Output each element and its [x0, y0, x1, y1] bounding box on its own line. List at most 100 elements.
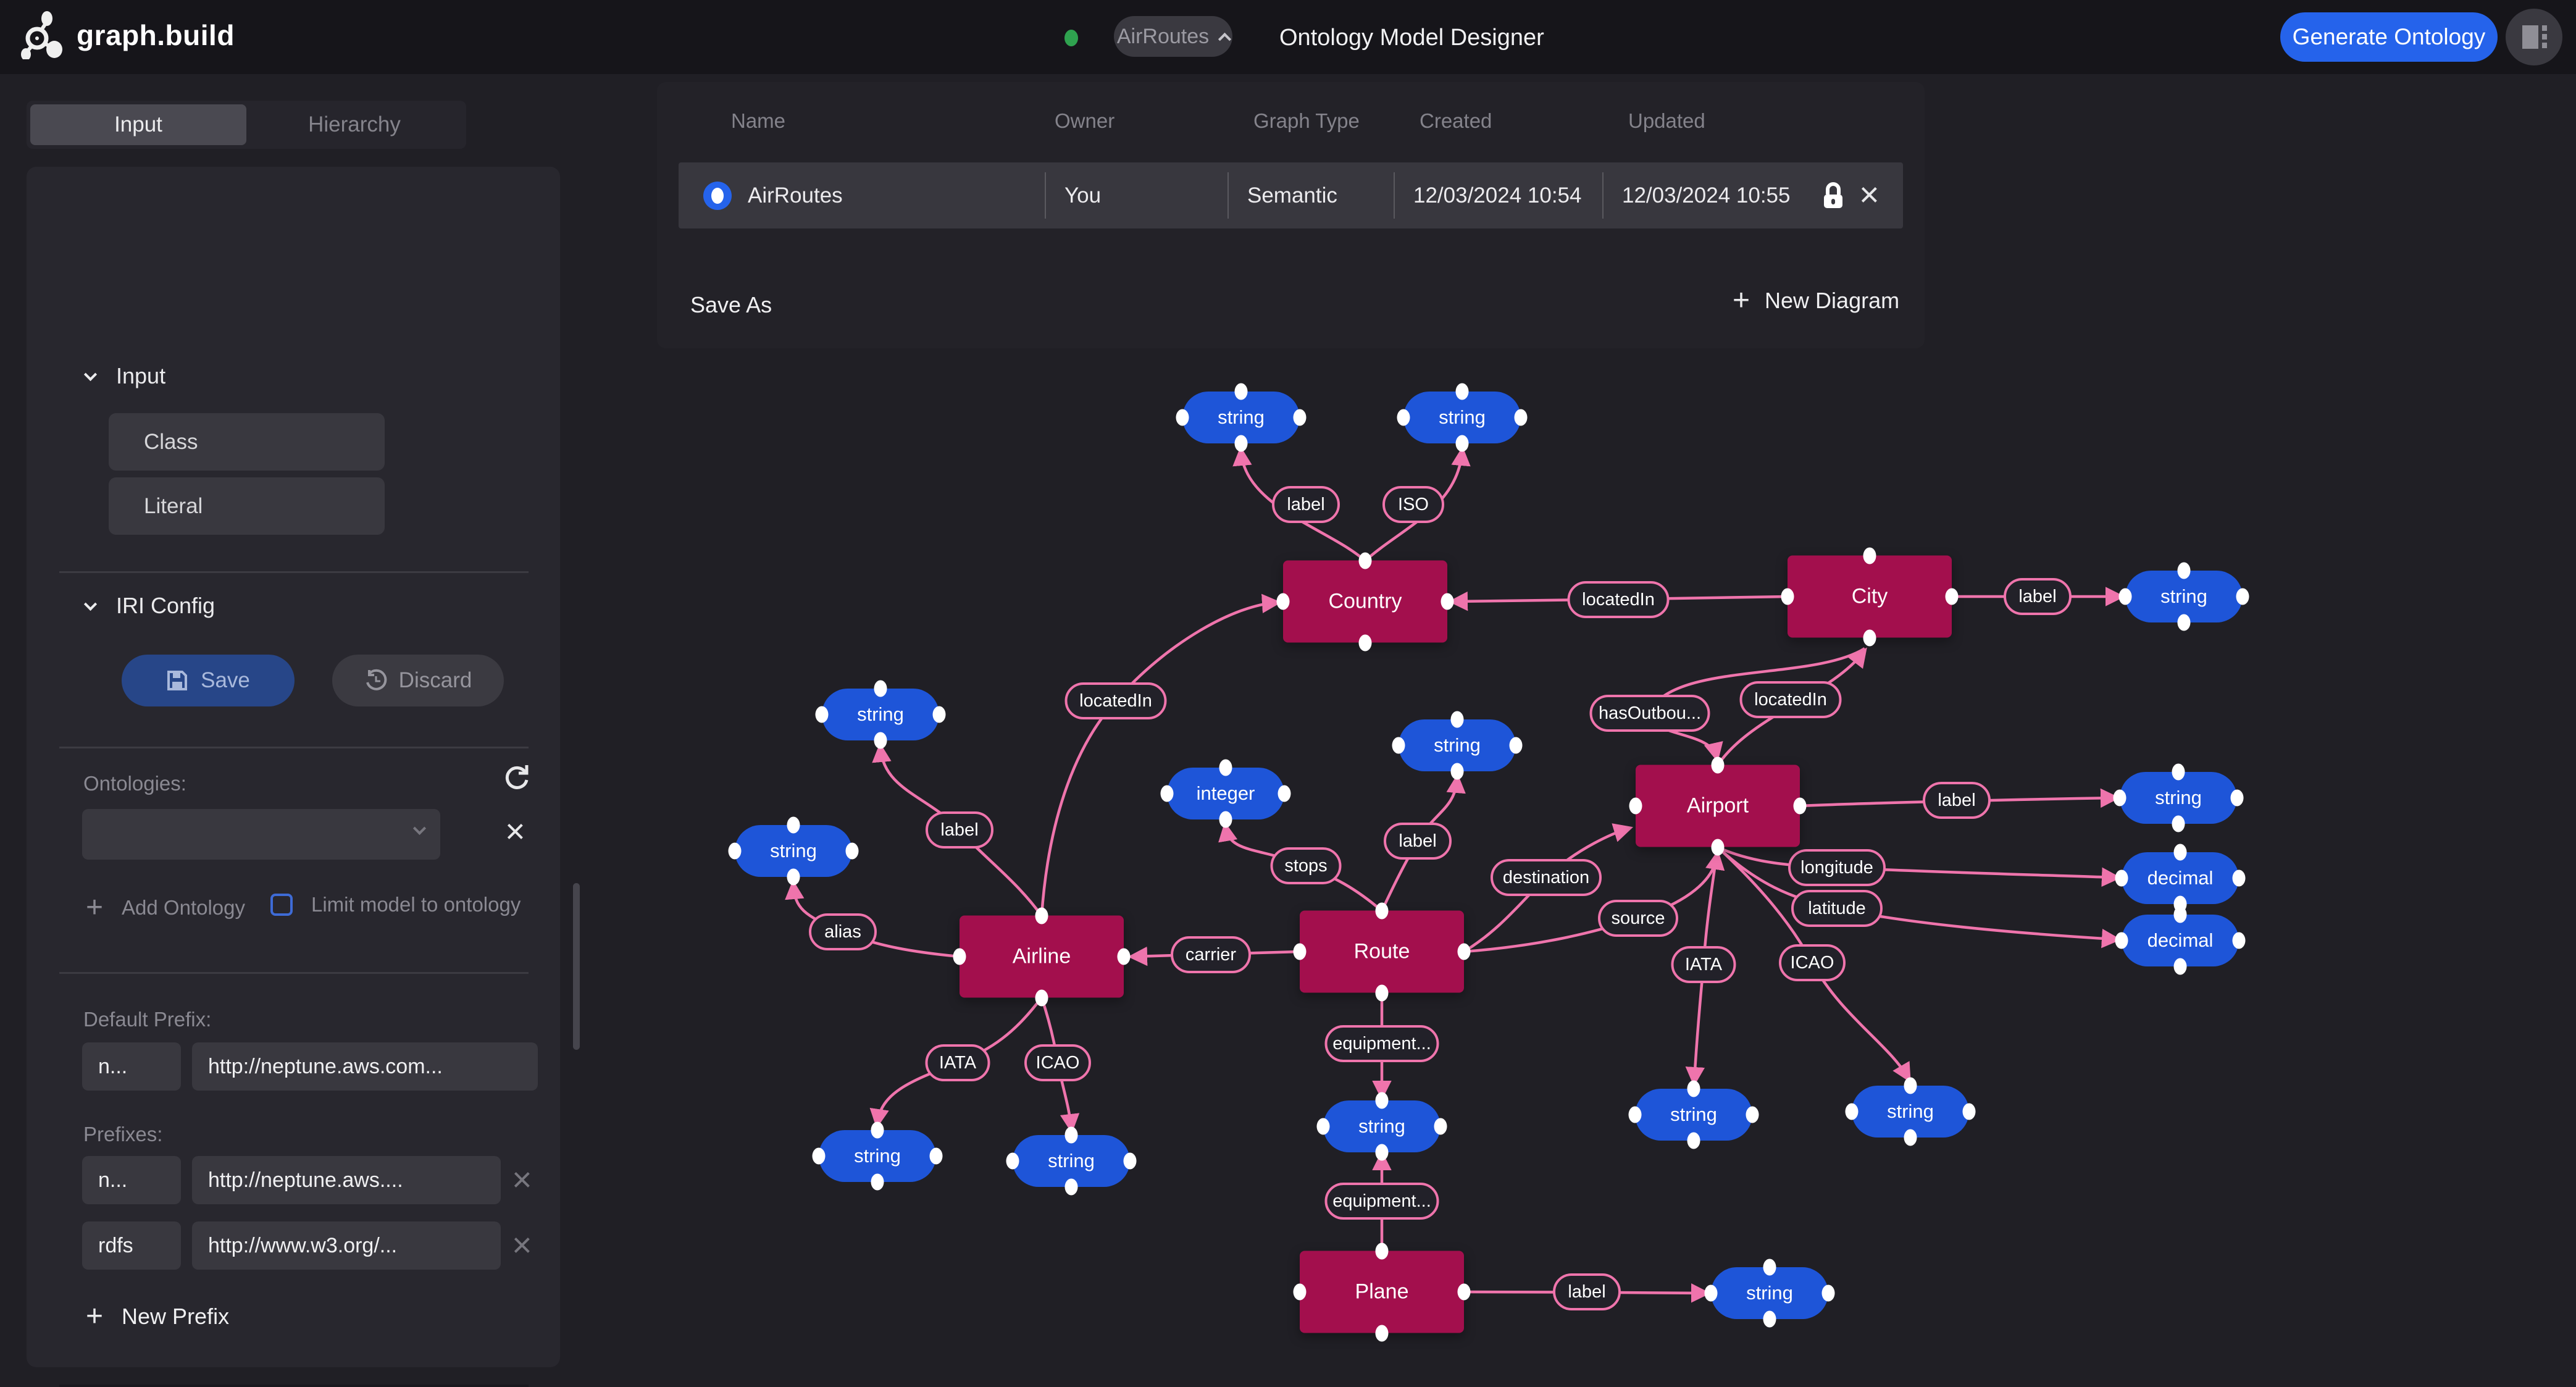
connection-handle[interactable] — [1293, 943, 1307, 960]
connection-handle[interactable] — [874, 680, 887, 697]
connection-handle[interactable] — [1687, 1132, 1700, 1149]
class-node-city[interactable]: City — [1788, 555, 1952, 638]
connection-handle[interactable] — [1455, 383, 1469, 400]
save-button[interactable]: Save — [122, 655, 295, 706]
edge-label-iata[interactable]: IATA — [925, 1044, 990, 1081]
edge-airline-locatedin-country[interactable] — [1040, 593, 1282, 916]
limit-model-checkbox-row[interactable]: Limit model to ontology — [270, 893, 521, 916]
connection-handle[interactable] — [1845, 1103, 1859, 1120]
new-diagram-button[interactable]: + New Diagram — [1733, 286, 1899, 316]
edge-label-equipment[interactable]: equipment... — [1324, 1025, 1439, 1062]
edge-label-source[interactable]: source — [1598, 900, 1678, 937]
edge-airport-longitude-decimal[interactable] — [1717, 845, 2122, 887]
edge-label-destination[interactable]: destination — [1491, 859, 1602, 896]
class-node-country[interactable]: Country — [1283, 560, 1447, 643]
tab-hierarchy[interactable]: Hierarchy — [308, 112, 401, 136]
literal-node-string[interactable]: string — [735, 825, 852, 877]
connection-handle[interactable] — [929, 1147, 943, 1165]
connection-handle[interactable] — [1629, 797, 1642, 815]
connection-handle[interactable] — [2118, 588, 2132, 605]
edge-label-label[interactable]: label — [1553, 1273, 1621, 1310]
edge-label-label[interactable]: label — [1923, 782, 1991, 819]
connection-handle[interactable] — [1441, 593, 1454, 610]
edge-label-label[interactable]: label — [2004, 578, 2072, 615]
connection-handle[interactable] — [1628, 1106, 1642, 1123]
literal-node-string[interactable]: string — [1182, 392, 1300, 443]
connection-handle[interactable] — [2173, 958, 2187, 975]
connection-handle[interactable] — [1035, 907, 1048, 924]
selected-radio[interactable] — [703, 182, 732, 210]
connection-handle[interactable] — [2115, 869, 2128, 887]
connection-handle[interactable] — [1763, 1259, 1776, 1276]
edge-label-iata[interactable]: IATA — [1671, 946, 1736, 983]
literal-node-string[interactable]: string — [1852, 1086, 1969, 1138]
connection-handle[interactable] — [1219, 759, 1232, 776]
add-ontology-button[interactable]: + Add Ontology — [86, 893, 245, 923]
connection-handle[interactable] — [1064, 1126, 1078, 1144]
sidebar-scrollbar[interactable] — [573, 883, 580, 1050]
connection-handle[interactable] — [2173, 844, 2187, 861]
connection-handle[interactable] — [1863, 547, 1876, 564]
connection-handle[interactable] — [1711, 756, 1725, 773]
connection-handle[interactable] — [2230, 789, 2244, 807]
class-node-route[interactable]: Route — [1300, 910, 1464, 993]
connection-handle[interactable] — [1509, 737, 1523, 754]
prefix-key-field[interactable]: rdfs — [82, 1221, 181, 1270]
ontology-select[interactable] — [82, 809, 440, 860]
remove-prefix-button[interactable]: × — [512, 1228, 532, 1262]
edge-label-stops[interactable]: stops — [1270, 847, 1342, 884]
connection-handle[interactable] — [1316, 1118, 1330, 1135]
literal-node-source[interactable]: Literal — [109, 477, 385, 535]
literal-node-string[interactable]: string — [1403, 392, 1521, 443]
connection-handle[interactable] — [1278, 785, 1291, 802]
connection-handle[interactable] — [2172, 763, 2185, 781]
edge-label-alias[interactable]: alias — [809, 913, 877, 950]
connection-handle[interactable] — [1704, 1284, 1718, 1302]
diagram-row-airroutes[interactable]: AirRoutes You Semantic 12/03/2024 10:54 … — [679, 162, 1903, 228]
literal-node-decimal[interactable]: decimal — [2122, 852, 2239, 904]
connection-handle[interactable] — [871, 1173, 884, 1191]
lock-icon[interactable] — [1821, 181, 1846, 211]
connection-handle[interactable] — [1006, 1152, 1019, 1170]
generate-ontology-button[interactable]: Generate Ontology — [2280, 12, 2498, 62]
connection-handle[interactable] — [1117, 948, 1131, 965]
refresh-ontologies-button[interactable] — [502, 763, 532, 794]
connection-handle[interactable] — [1176, 409, 1189, 426]
connection-handle[interactable] — [1945, 588, 1959, 605]
connection-handle[interactable] — [2232, 869, 2246, 887]
literal-node-string[interactable]: string — [1013, 1135, 1130, 1187]
connection-handle[interactable] — [1450, 763, 1464, 780]
connection-handle[interactable] — [1234, 435, 1248, 452]
connection-handle[interactable] — [1793, 797, 1807, 815]
connection-handle[interactable] — [1276, 593, 1290, 610]
literal-node-decimal[interactable]: decimal — [2122, 915, 2239, 966]
literal-node-string[interactable]: string — [1635, 1089, 1752, 1141]
edge-label-latitude[interactable]: latitude — [1791, 890, 1883, 927]
connection-handle[interactable] — [1455, 435, 1469, 452]
limit-model-checkbox[interactable] — [270, 894, 293, 916]
edge-label-label[interactable]: label — [926, 811, 993, 849]
connection-handle[interactable] — [2172, 815, 2185, 832]
edge-label-equipment[interactable]: equipment... — [1324, 1183, 1439, 1220]
connection-handle[interactable] — [728, 842, 742, 860]
connection-handle[interactable] — [2232, 932, 2246, 949]
connection-handle[interactable] — [1160, 785, 1174, 802]
connection-handle[interactable] — [2173, 906, 2187, 923]
connection-handle[interactable] — [1358, 634, 1372, 651]
connection-handle[interactable] — [1763, 1310, 1776, 1328]
class-node-airline[interactable]: Airline — [960, 915, 1124, 998]
tab-input[interactable]: Input — [30, 104, 246, 145]
iri-config-section-header[interactable]: IRI Config — [83, 593, 215, 619]
edge-label-locatedin[interactable]: locatedIn — [1064, 682, 1167, 719]
literal-node-string[interactable]: string — [1323, 1100, 1441, 1152]
connection-handle[interactable] — [1375, 1092, 1389, 1109]
connection-handle[interactable] — [1219, 811, 1232, 828]
connection-handle[interactable] — [1781, 588, 1794, 605]
edge-label-carrier[interactable]: carrier — [1171, 936, 1251, 973]
connection-handle[interactable] — [1375, 1242, 1389, 1259]
edge-label-icao[interactable]: ICAO — [1024, 1044, 1091, 1081]
connection-handle[interactable] — [1711, 839, 1725, 855]
literal-node-string[interactable]: string — [822, 689, 939, 740]
connection-handle[interactable] — [871, 1121, 884, 1139]
default-prefix-uri-field[interactable]: http://neptune.aws.com... — [192, 1042, 538, 1091]
